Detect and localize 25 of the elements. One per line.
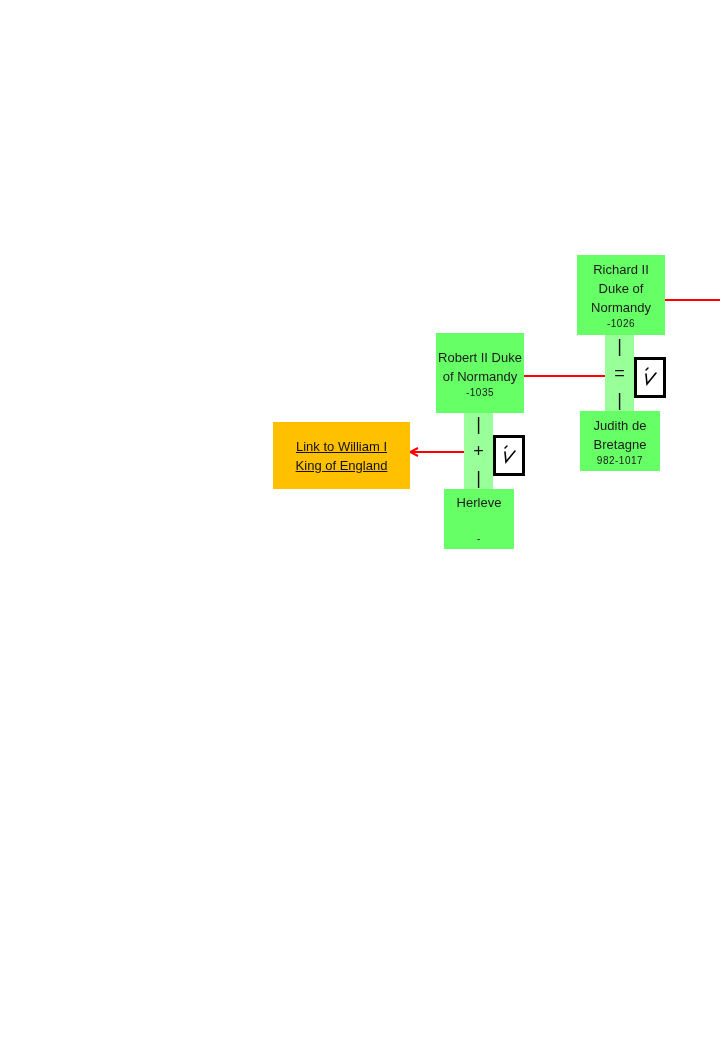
person-box [577, 255, 665, 335]
connector-line [664, 299, 720, 301]
connector-line [409, 447, 465, 457]
person-name: Herleve [456, 494, 502, 512]
person-box [580, 411, 660, 471]
marriage-symbol: + [473, 440, 484, 462]
life-dates: -1035 [465, 385, 495, 399]
descent-line-glyph: | [476, 413, 481, 435]
person-box [444, 489, 514, 549]
descent-line-glyph: | [617, 389, 622, 411]
link-box [273, 422, 410, 489]
life-dates: - [477, 532, 481, 545]
person-name: Richard II Duke of Normandy [590, 261, 652, 317]
descent-line-glyph: | [617, 335, 622, 357]
person-name: Robert II Duke of Normandy [438, 348, 522, 386]
person-box [436, 333, 524, 413]
connector-line [523, 375, 606, 377]
marriage-bar [464, 413, 493, 489]
life-dates: 982-1017 [596, 453, 644, 467]
marriage-symbol: = [614, 362, 625, 384]
descent-line-glyph: | [476, 467, 481, 489]
person-name: Judith de Bretagne [592, 416, 648, 454]
life-dates: -1026 [606, 317, 636, 330]
marriage-bar [605, 335, 634, 411]
link-text: Link to William I King of England [294, 437, 389, 475]
